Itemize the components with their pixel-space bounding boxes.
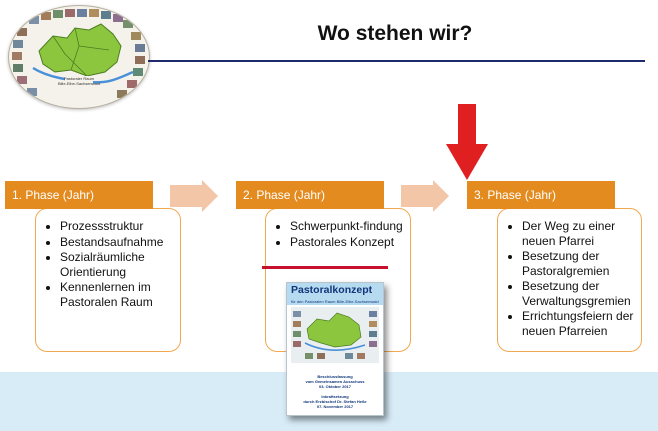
logo-caption-line2: Bille-Elbe-Sachsenwald	[57, 81, 101, 86]
title-rule	[148, 60, 645, 62]
logo-map-graphic	[12, 9, 145, 98]
brochure-text: Beschlussfassung vom Gemeinsamen Ausschu…	[287, 374, 383, 409]
brochure-line: 07. November 2017	[316, 404, 354, 409]
phase-2-header: 2. Phase (Jahr)	[236, 181, 384, 209]
chevron-right-icon	[170, 180, 218, 212]
brochure-line: Inkraftsetzung	[321, 394, 349, 399]
chevron-right-icon	[401, 180, 449, 212]
list-item: Pastorales Konzept	[290, 235, 408, 250]
brochure-line: 03. Oktober 2017	[318, 384, 352, 389]
brochure-header: Pastoralkonzept für den Pastoralen Raum …	[287, 283, 383, 305]
list-item: Errichtungsfeiern der neuen Pfarreien	[522, 309, 635, 338]
brochure-line: durch Erzbischof Dr. Stefan Heße	[303, 399, 367, 404]
list-item: Schwerpunkt-findung	[290, 219, 408, 234]
down-arrow-icon	[446, 104, 488, 180]
brochure-subtitle: für den Pastoralen Raum Bille-Elbe-Sachs…	[291, 299, 379, 304]
list-item: Bestandsaufnahme	[60, 235, 174, 250]
phase-1-header: 1. Phase (Jahr)	[5, 181, 153, 209]
highlight-underline	[262, 266, 388, 269]
logo-caption-line1: Pastoraler Raum	[63, 76, 94, 81]
brochure-map-graphic	[291, 307, 379, 363]
phase-3-box: Der Weg zu einer neuen Pfarrei Besetzung…	[497, 208, 642, 352]
list-item: Besetzung der Verwaltungsgremien	[522, 279, 635, 308]
phase-1-box: Prozessstruktur Bestandsaufnahme Sozialr…	[35, 208, 181, 352]
list-item: Sozialräumliche Orientierung	[60, 250, 174, 279]
brochure-title: Pastoralkonzept	[291, 284, 373, 296]
list-item: Kennenlernen im Pastoralen Raum	[60, 280, 174, 309]
phase-3-header: 3. Phase (Jahr)	[467, 181, 615, 209]
pastoral-area-logo: Pastoraler Raum Bille-Elbe-Sachsenwald	[8, 5, 150, 109]
pastoral-concept-brochure: Pastoralkonzept für den Pastoralen Raum …	[286, 282, 384, 416]
brochure-line: vom Gemeinsamen Ausschuss	[305, 379, 365, 384]
phase-3-list: Der Weg zu einer neuen Pfarrei Besetzung…	[508, 219, 635, 338]
list-item: Besetzung der Pastoralgremien	[522, 249, 635, 278]
list-item: Der Weg zu einer neuen Pfarrei	[522, 219, 635, 248]
list-item: Prozessstruktur	[60, 219, 174, 234]
page-title: Wo stehen wir?	[317, 22, 473, 45]
brochure-line: Beschlussfassung	[317, 374, 353, 379]
phase-1-list: Prozessstruktur Bestandsaufnahme Sozialr…	[46, 219, 174, 309]
phase-2-list: Schwerpunkt-findung Pastorales Konzept	[276, 219, 408, 249]
